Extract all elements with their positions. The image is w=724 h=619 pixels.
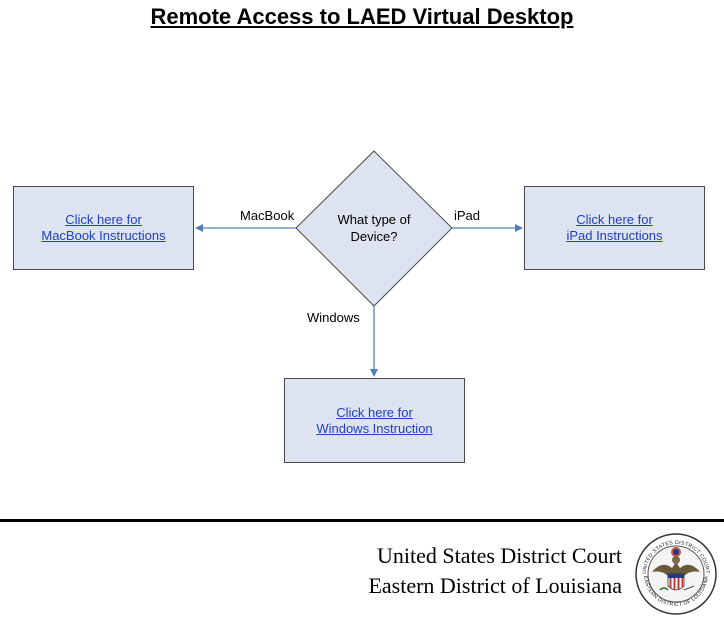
- windows-instructions-box: Click here for Windows Instruction: [284, 378, 465, 463]
- court-seal-icon: UNITED STATES DISTRICT COURT EASTERN DIS…: [635, 533, 717, 615]
- page-title: Remote Access to LAED Virtual Desktop: [150, 4, 574, 29]
- footer-line2: Eastern District of Louisiana: [368, 573, 622, 598]
- macbook-link-line1: Click here for: [65, 212, 142, 227]
- macbook-link-line2: MacBook Instructions: [41, 228, 166, 243]
- footer-court-name: United States District Court Eastern Dis…: [368, 541, 622, 601]
- ipad-link-line2: iPad Instructions: [566, 228, 663, 243]
- edge-label-ipad: iPad: [454, 208, 481, 223]
- macbook-instructions-box: Click here for MacBook Instructions: [13, 186, 194, 270]
- ipad-instructions-link[interactable]: Click here for iPad Instructions: [566, 212, 662, 244]
- windows-instructions-link[interactable]: Click here for Windows Instruction: [316, 405, 432, 437]
- decision-label-line2: Device?: [350, 229, 398, 244]
- windows-link-line2: Windows Instruction: [316, 420, 433, 436]
- ipad-link-line1: Click here for: [576, 212, 653, 227]
- windows-link-line1: Click here for: [336, 404, 413, 420]
- edge-label-windows: Windows: [307, 310, 360, 325]
- footer-line1: United States District Court: [376, 543, 622, 568]
- ipad-instructions-box: Click here for iPad Instructions: [524, 186, 705, 270]
- footer-divider: [0, 519, 724, 522]
- flow-connectors: [195, 150, 523, 377]
- decision-label-line1: What type of: [337, 212, 411, 227]
- macbook-instructions-link[interactable]: Click here for MacBook Instructions: [41, 212, 165, 244]
- edge-label-macbook: MacBook: [240, 208, 295, 223]
- decision-label: What type of Device?: [325, 211, 423, 245]
